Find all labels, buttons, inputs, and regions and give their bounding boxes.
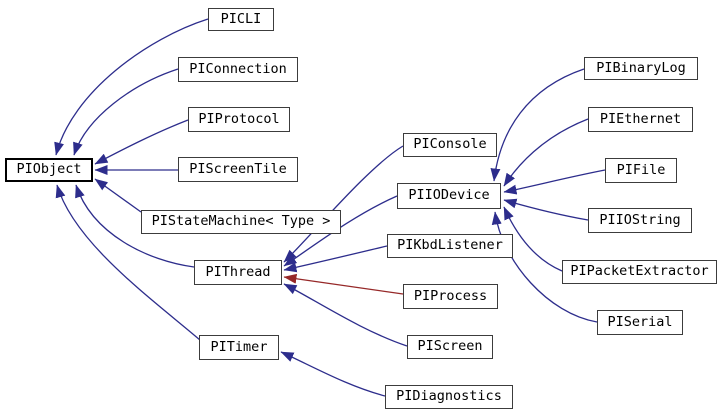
edge-picli-to-piobject — [54, 18, 209, 156]
class-node-piprocess[interactable]: PIProcess — [403, 284, 498, 309]
edge-pipacketextractor-to-piiodevice — [503, 206, 563, 272]
class-node-label: PIFile — [616, 161, 666, 178]
class-node-label: PIThread — [205, 263, 271, 280]
class-node-piprotocol[interactable]: PIProtocol — [188, 107, 290, 132]
edge-pistatemachine-to-piobject — [94, 178, 142, 213]
edge-pifile-to-piiodevice — [503, 169, 606, 195]
class-node-label: PIIODevice — [408, 187, 490, 204]
class-node-piscreen[interactable]: PIScreen — [407, 335, 493, 359]
class-node-piiodevice[interactable]: PIIODevice — [397, 183, 501, 209]
class-node-label: PIConsole — [413, 136, 487, 153]
class-node-label: PIProtocol — [198, 110, 280, 127]
class-node-label: PIProcess — [413, 287, 488, 304]
class-node-label: PIDiagnostics — [396, 388, 502, 405]
edge-piiostring-to-piiodevice — [503, 198, 589, 221]
class-node-pitimer[interactable]: PITimer — [199, 335, 279, 360]
class-node-picli[interactable]: PICLI — [208, 8, 274, 31]
class-node-pipacketextractor[interactable]: PIPacketExtractor — [562, 260, 717, 284]
edge-pikbdlistener-to-pithread — [283, 245, 388, 273]
class-node-label: PIEthernet — [599, 110, 682, 127]
class-node-pibinarylog[interactable]: PIBinaryLog — [584, 57, 698, 80]
edge-pidiagnostics-to-pitimer — [280, 351, 386, 397]
class-node-piethernet[interactable]: PIEthernet — [588, 107, 693, 132]
edge-piconsole-to-pithread — [283, 145, 404, 263]
edge-piconnection-to-piobject — [73, 68, 179, 156]
class-node-label: PIKbdListener — [397, 237, 503, 254]
edge-piprotocol-to-piobject — [94, 119, 189, 165]
class-node-label: PIObject — [16, 161, 82, 178]
class-node-pistatemachine[interactable]: PIStateMachine< Type > — [141, 210, 341, 234]
class-node-label: PIStateMachine< Type > — [151, 213, 331, 230]
edge-piethernet-to-piiodevice — [503, 118, 589, 187]
class-node-label: PISerial — [607, 313, 673, 330]
class-node-label: PIPacketExtractor — [570, 263, 709, 280]
class-node-pithread[interactable]: PIThread — [194, 260, 282, 285]
class-node-label: PIBinaryLog — [596, 59, 686, 76]
class-node-label: PICLI — [220, 10, 262, 27]
class-node-piconnection[interactable]: PIConnection — [178, 57, 298, 82]
edge-piserial-to-piiodevice — [491, 211, 598, 323]
class-node-piiostring[interactable]: PIIOString — [588, 208, 692, 233]
class-node-piconsole[interactable]: PIConsole — [403, 133, 497, 157]
class-node-piserial[interactable]: PISerial — [597, 310, 683, 335]
class-node-label: PITimer — [210, 338, 268, 355]
class-node-pikbdlistener[interactable]: PIKbdListener — [387, 234, 513, 258]
class-node-pifile[interactable]: PIFile — [605, 158, 677, 183]
class-node-piscreentile[interactable]: PIScreenTile — [178, 157, 298, 182]
edge-piprocess-to-pithread — [283, 273, 404, 295]
class-node-label: PIConnection — [189, 60, 287, 77]
class-node-label: PIScreenTile — [189, 160, 287, 177]
class-node-pidiagnostics[interactable]: PIDiagnostics — [385, 385, 513, 409]
class-node-label: PIScreen — [417, 338, 483, 355]
edge-pitimer-to-piobject — [55, 184, 201, 341]
edge-piscreen-to-pithread — [283, 283, 408, 347]
edge-pibinarylog-to-piiodevice — [490, 68, 585, 182]
edge-pithread-to-piobject — [75, 184, 195, 268]
class-node-label: PIIOString — [599, 211, 681, 228]
class-node-piobject[interactable]: PIObject — [5, 158, 93, 182]
